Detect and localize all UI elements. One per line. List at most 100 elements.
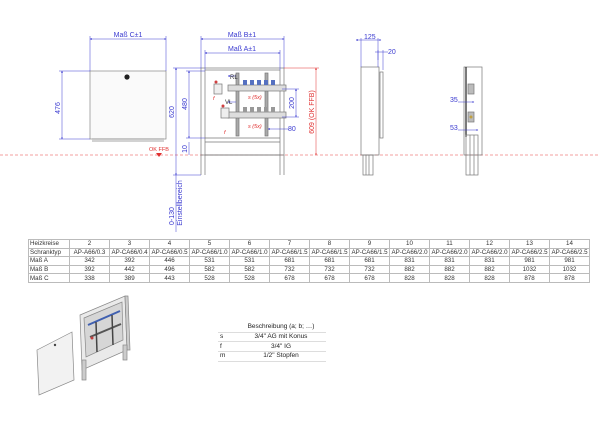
table-cell: 882 bbox=[469, 264, 510, 275]
legend-value: 1/2" Stopfen bbox=[236, 351, 326, 362]
row-header: Schranktyp bbox=[28, 247, 70, 258]
table-cell: 681 bbox=[269, 256, 310, 266]
table-cell: 392 bbox=[69, 264, 110, 275]
legend-value: 3/4" IG bbox=[236, 341, 326, 353]
table-cell: AP-CA66/1.5 bbox=[269, 247, 310, 258]
legend-header-row: Beschreibung (a; b; …) bbox=[218, 323, 326, 333]
label-s5x-top: s (5x) bbox=[248, 95, 262, 101]
table-cell: 338 bbox=[69, 273, 110, 283]
isometric-view bbox=[36, 295, 131, 396]
table-cell: 389 bbox=[109, 273, 150, 283]
table-cell: AP-CA66/2.0 bbox=[429, 247, 470, 258]
table-cell: 531 bbox=[189, 256, 230, 266]
label-f-top: f bbox=[213, 96, 215, 102]
row-header: Maß C bbox=[28, 273, 70, 283]
dim-einstell-range: 0-130 bbox=[169, 207, 176, 225]
table-cell: 678 bbox=[349, 273, 390, 283]
table-cell: 342 bbox=[69, 256, 110, 266]
table-cell: 831 bbox=[429, 256, 470, 266]
table-cell: 981 bbox=[549, 256, 590, 266]
dim-200: 200 bbox=[289, 97, 296, 109]
open-view bbox=[156, 36, 319, 232]
dim-53: 53 bbox=[450, 125, 458, 132]
table-cell: 828 bbox=[429, 273, 470, 283]
table-cell: 878 bbox=[509, 273, 550, 283]
legend-key: f bbox=[218, 341, 236, 353]
legend-value: 3/4" AG mit Konus bbox=[236, 332, 326, 343]
table-cell: 681 bbox=[309, 256, 350, 266]
table-cell: AP-CA66/0.5 bbox=[149, 247, 190, 258]
table-cell: AP-A66/0.3 bbox=[69, 247, 110, 258]
dim-125: 125 bbox=[364, 34, 376, 41]
table-cell: 1032 bbox=[549, 264, 590, 275]
table-cell: AP-CA66/0.4 bbox=[109, 247, 150, 258]
label-s5x-bottom: s (5x) bbox=[248, 124, 262, 130]
table-cell: 828 bbox=[469, 273, 510, 283]
table-cell: AP-CA66/1.5 bbox=[309, 247, 350, 258]
table-cell: 528 bbox=[229, 273, 270, 283]
dim-mass-b: Maß B±1 bbox=[228, 32, 256, 39]
table-cell: AP-CA66/2.5 bbox=[549, 247, 590, 258]
table-cell: 14 bbox=[549, 239, 590, 249]
dim-609: 609 (OK FFB) bbox=[309, 90, 316, 134]
table-cell: AP-CA66/2.0 bbox=[469, 247, 510, 258]
row-header: Maß B bbox=[28, 264, 70, 275]
legend-header: Beschreibung (a; b; …) bbox=[236, 323, 326, 333]
table-cell: 882 bbox=[429, 264, 470, 275]
label-rl: RL bbox=[230, 75, 238, 81]
table-cell: AP-CA66/1.5 bbox=[349, 247, 390, 258]
dim-10: 10 bbox=[182, 145, 189, 153]
legend-key: s bbox=[218, 332, 236, 343]
table-cell: 732 bbox=[309, 264, 350, 275]
floor-marker-icon bbox=[156, 153, 162, 157]
table-cell: 1032 bbox=[509, 264, 550, 275]
table-cell: 496 bbox=[149, 264, 190, 275]
table-cell: 5 bbox=[189, 239, 230, 249]
table-cell: AP-CA66/1.0 bbox=[189, 247, 230, 258]
dim-620: 620 bbox=[169, 106, 176, 118]
table-cell: 981 bbox=[509, 256, 550, 266]
side-section-view bbox=[458, 66, 483, 176]
dim-mass-a: Maß A±1 bbox=[228, 46, 256, 53]
dim-20: 20 bbox=[388, 49, 396, 56]
table-cell: 831 bbox=[469, 256, 510, 266]
label-f-bottom: f bbox=[224, 130, 226, 136]
dim-480: 480 bbox=[182, 98, 189, 110]
dim-80: 80 bbox=[288, 126, 296, 133]
table-cell: 732 bbox=[349, 264, 390, 275]
lock-icon bbox=[124, 74, 130, 80]
table-cell: 828 bbox=[389, 273, 430, 283]
side-view bbox=[355, 38, 388, 176]
table-cell: 11 bbox=[429, 239, 470, 249]
row-header: Heizkreise bbox=[28, 239, 70, 249]
table-cell: 6 bbox=[229, 239, 270, 249]
table-cell: 9 bbox=[349, 239, 390, 249]
table-cell: 443 bbox=[149, 273, 190, 283]
table-cell: 3 bbox=[109, 239, 150, 249]
dim-35: 35 bbox=[450, 97, 458, 104]
table-cell: 2 bbox=[69, 239, 110, 249]
table-cell: 8 bbox=[309, 239, 350, 249]
dim-mass-c: Maß C±1 bbox=[114, 32, 143, 39]
table-cell: 442 bbox=[109, 264, 150, 275]
label-vl: VL bbox=[225, 100, 233, 106]
table-cell: 12 bbox=[469, 239, 510, 249]
table-cell: 582 bbox=[229, 264, 270, 275]
table-cell: 13 bbox=[509, 239, 550, 249]
table-cell: 678 bbox=[269, 273, 310, 283]
table-cell: 531 bbox=[229, 256, 270, 266]
table-cell: 681 bbox=[349, 256, 390, 266]
table-cell: 10 bbox=[389, 239, 430, 249]
legend-key: m bbox=[218, 351, 236, 362]
table-cell: 582 bbox=[189, 264, 230, 275]
dim-476: 476 bbox=[55, 102, 62, 114]
